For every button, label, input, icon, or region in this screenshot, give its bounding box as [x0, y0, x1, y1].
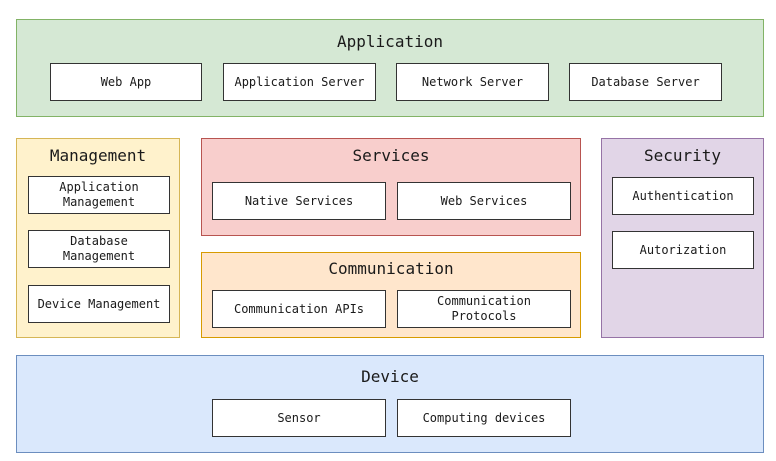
application-layer: Application Web App Application Server N… [16, 19, 764, 117]
communication-apis-box: Communication APIs [212, 290, 386, 328]
web-services-box: Web Services [397, 182, 571, 220]
autorization-box: Autorization [612, 231, 754, 269]
device-layer: Device Sensor Computing devices [16, 355, 764, 453]
services-layer-title: Services [352, 146, 430, 165]
application-management-box: Application Management [28, 176, 170, 214]
management-layer: Management Application Management Databa… [16, 138, 180, 338]
application-server-box: Application Server [223, 63, 376, 101]
security-layer-title: Security [643, 146, 722, 165]
services-layer: Services Native Services Web Services [201, 138, 581, 236]
sensor-box: Sensor [212, 399, 386, 437]
communication-layer-title: Communication [328, 259, 454, 278]
communication-protocols-box: Communication Protocols [397, 290, 571, 328]
database-server-box: Database Server [569, 63, 722, 101]
network-server-box: Network Server [396, 63, 549, 101]
web-app-box: Web App [50, 63, 202, 101]
management-layer-title: Management [49, 146, 147, 165]
application-layer-title: Application [337, 32, 443, 51]
authentication-box: Authentication [612, 177, 754, 215]
device-layer-title: Device [361, 367, 419, 386]
database-management-box: Database Management [28, 230, 170, 268]
device-management-box: Device Management [28, 285, 170, 323]
computing-devices-box: Computing devices [397, 399, 571, 437]
security-layer: Security Authentication Autorization [601, 138, 764, 338]
communication-layer: Communication Communication APIs Communi… [201, 252, 581, 338]
native-services-box: Native Services [212, 182, 386, 220]
